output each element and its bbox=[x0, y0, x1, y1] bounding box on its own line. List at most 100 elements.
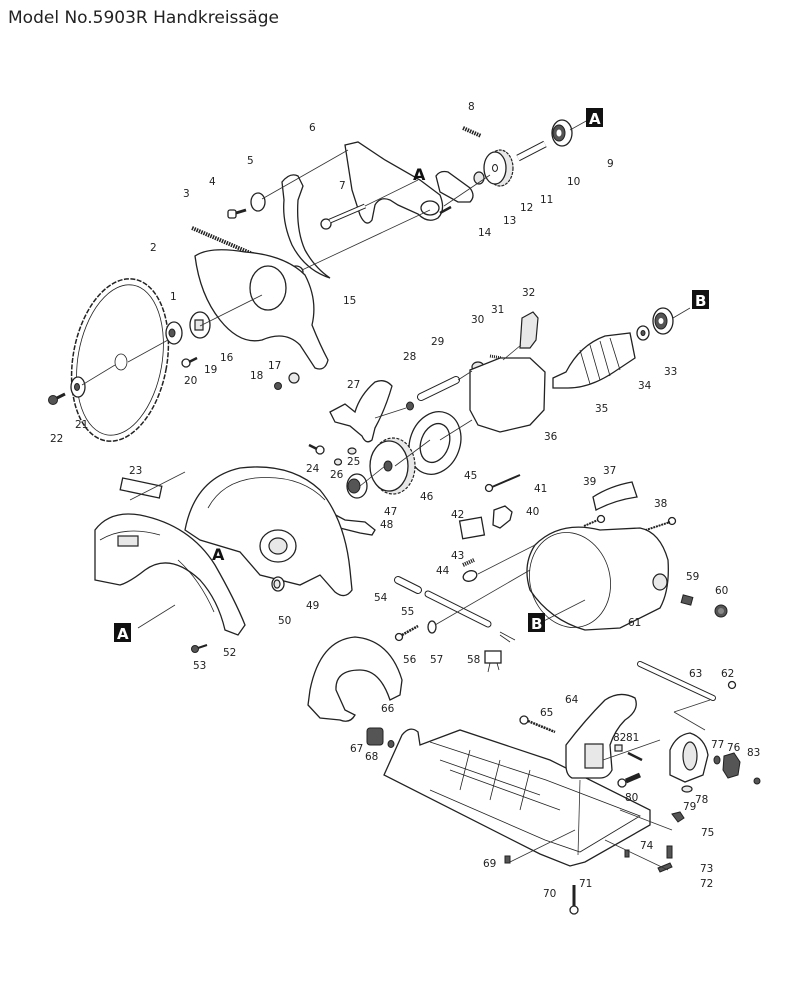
label-part-46: 46 bbox=[420, 491, 434, 503]
part-77-washer bbox=[713, 755, 721, 765]
part-26-pin bbox=[333, 458, 343, 466]
label-part-6: 6 bbox=[309, 122, 316, 134]
part-60-cap bbox=[714, 604, 728, 618]
part-10-shaft bbox=[516, 140, 547, 162]
label-part-38: 38 bbox=[654, 498, 667, 510]
ref-box-a-top-letter: A bbox=[589, 110, 601, 128]
part-50-bushing bbox=[271, 576, 285, 592]
part-11-gear bbox=[483, 149, 514, 187]
label-part-16: 16 bbox=[220, 352, 234, 364]
label-part-64: 64 bbox=[565, 694, 579, 706]
label-part-72: 72 bbox=[700, 878, 713, 890]
label-part-42: 42 bbox=[451, 509, 464, 521]
label-part-83: 83 bbox=[747, 747, 760, 759]
part-56-screw bbox=[394, 624, 419, 642]
part-14-screw bbox=[439, 205, 452, 215]
label-part-15: 15 bbox=[343, 295, 356, 307]
label-part-66: 66 bbox=[381, 703, 395, 715]
part-58-capacitor bbox=[484, 650, 502, 673]
assembly-lines bbox=[81, 119, 711, 871]
part-74-pin bbox=[624, 849, 630, 858]
label-part-62: 62 bbox=[721, 668, 734, 680]
label-part-29: 29 bbox=[431, 336, 444, 348]
ref-box-b-mid-letter: B bbox=[531, 615, 542, 633]
part-22-bolt bbox=[48, 392, 66, 405]
label-part-25: 25 bbox=[347, 456, 360, 468]
ref-marker-a-mid: A bbox=[212, 545, 225, 564]
label-part-53: 53 bbox=[193, 660, 206, 672]
part-27-arm bbox=[329, 380, 393, 443]
part-76-knob bbox=[722, 752, 741, 779]
label-part-71: 71 bbox=[579, 878, 592, 890]
page-title: Model No.5903R Handkreissäge bbox=[8, 8, 279, 28]
part-37-label bbox=[592, 481, 638, 511]
label-part-70: 70 bbox=[543, 888, 556, 900]
part-75-thumb-screw bbox=[671, 811, 685, 823]
part-64-handle bbox=[565, 693, 637, 779]
part-46-fan bbox=[369, 437, 416, 495]
part-52-outer-guard bbox=[94, 513, 246, 636]
label-part-78: 78 bbox=[695, 794, 708, 806]
part-25-pin bbox=[347, 447, 357, 455]
part-71-base-plate bbox=[383, 728, 651, 867]
label-part-54: 54 bbox=[374, 592, 388, 604]
label-part-24: 24 bbox=[306, 463, 320, 475]
label-part-43: 43 bbox=[451, 550, 464, 562]
part-63-guide-rail bbox=[637, 661, 716, 701]
part-72-plate bbox=[657, 862, 673, 873]
part-79-pin bbox=[681, 785, 693, 793]
part-62-screw bbox=[727, 680, 737, 690]
label-part-77: 77 bbox=[711, 739, 724, 751]
label-part-73: 73 bbox=[700, 863, 713, 875]
label-part-39: 39 bbox=[583, 476, 596, 488]
label-part-34: 34 bbox=[638, 380, 652, 392]
label-part-69: 69 bbox=[483, 858, 496, 870]
label-part-20: 20 bbox=[184, 375, 197, 387]
part-70-bolt bbox=[569, 885, 579, 915]
label-part-32: 32 bbox=[522, 287, 535, 299]
part-19-inner-flange bbox=[189, 311, 211, 339]
part-28-ring bbox=[406, 401, 414, 411]
part-82-nut bbox=[614, 744, 623, 752]
part-21-washer bbox=[70, 376, 86, 398]
part-38-screw bbox=[639, 516, 677, 533]
label-part-11: 11 bbox=[540, 194, 553, 206]
part-40-trigger bbox=[492, 505, 513, 529]
label-part-31: 31 bbox=[491, 304, 504, 316]
part-53-screw bbox=[191, 644, 208, 653]
part-55-cord bbox=[424, 590, 516, 643]
label-part-63: 63 bbox=[689, 668, 702, 680]
part-39-screw bbox=[583, 514, 606, 527]
part-66-lower-guard bbox=[307, 636, 403, 722]
label-part-10: 10 bbox=[567, 176, 580, 188]
label-part-13: 13 bbox=[503, 215, 516, 227]
ref-box-b-top-letter: B bbox=[695, 292, 706, 310]
label-part-48: 48 bbox=[380, 519, 393, 531]
part-45-ring bbox=[408, 411, 462, 475]
label-part-21: 21 bbox=[75, 419, 88, 431]
ref-box-a-top: A bbox=[586, 108, 603, 128]
part-24-bolt bbox=[308, 443, 325, 455]
label-part-30: 30 bbox=[471, 314, 484, 326]
part-17-washer bbox=[288, 372, 300, 384]
label-part-37: 37 bbox=[603, 465, 616, 477]
saw-blade bbox=[70, 278, 170, 442]
part-43-spring bbox=[462, 558, 475, 567]
label-part-26: 26 bbox=[330, 469, 344, 481]
part-32-baffle bbox=[519, 311, 539, 349]
label-part-18: 18 bbox=[250, 370, 263, 382]
label-part-58: 58 bbox=[467, 654, 480, 666]
label-part-4: 4 bbox=[209, 176, 216, 188]
label-part-56: 56 bbox=[403, 654, 417, 666]
label-part-67: 67 bbox=[350, 743, 363, 755]
label-part-14: 14 bbox=[478, 227, 492, 239]
label-part-81: 81 bbox=[626, 732, 639, 744]
part-29-rod bbox=[417, 376, 460, 401]
part-49-blade-case bbox=[184, 466, 353, 597]
part-68-washer bbox=[387, 740, 395, 748]
label-part-57: 57 bbox=[430, 654, 443, 666]
label-part-36: 36 bbox=[544, 431, 558, 443]
label-part-55: 55 bbox=[401, 606, 414, 618]
part-6-hole bbox=[420, 200, 440, 216]
